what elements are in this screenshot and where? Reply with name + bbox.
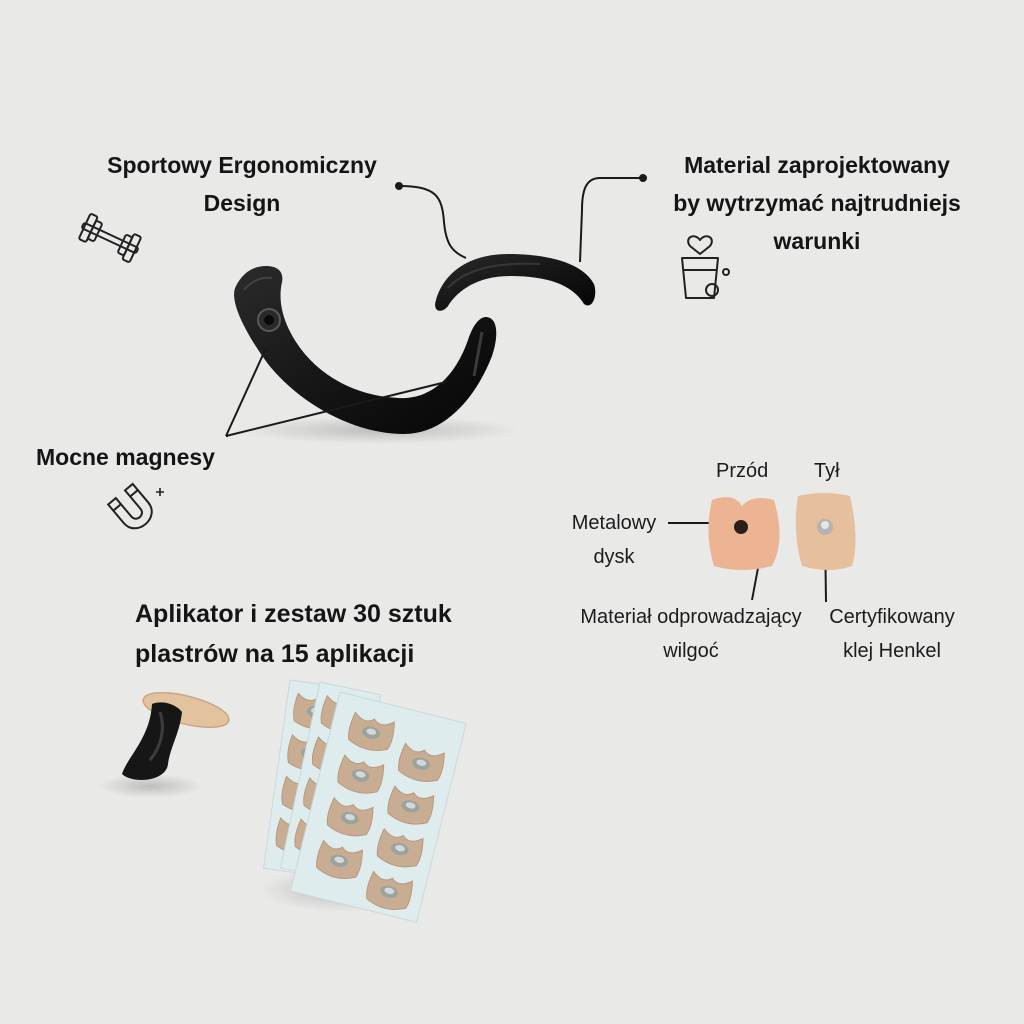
metal-line-2: dysk bbox=[593, 546, 635, 568]
tape-strips bbox=[260, 679, 467, 923]
kit-line-2: plastrów na 15 aplikacji bbox=[135, 640, 415, 668]
adhesive-label: Certyfikowany klej Henkel bbox=[814, 600, 970, 668]
dumbbell-icon bbox=[78, 213, 142, 263]
design-line-2: Design bbox=[203, 190, 281, 216]
magnet-icon bbox=[106, 482, 164, 530]
patch-front-label: Przód bbox=[716, 460, 769, 482]
wicking-material-label: Materiał odprowadzający wilgoć bbox=[560, 600, 822, 668]
metal-disc-label: Metalowy dysk bbox=[556, 506, 672, 574]
feature-kit-label: Aplikator i zestaw 30 sztuk plastrów na … bbox=[135, 594, 535, 674]
kit-line-1: Aplikator i zestaw 30 sztuk bbox=[135, 600, 452, 628]
flex-piece bbox=[435, 254, 596, 311]
material-line-2: by wytrzymać najtrudniejs bbox=[673, 190, 961, 216]
patch-front bbox=[708, 497, 780, 570]
metal-line-1: Metalowy bbox=[571, 512, 657, 534]
material-line-1: Material zaprojektowany bbox=[684, 152, 950, 178]
adhesive-line-2: klej Henkel bbox=[843, 640, 941, 662]
feature-magnets-label: Mocne magnesy bbox=[36, 444, 215, 470]
patch-back bbox=[795, 493, 856, 570]
leader-lines bbox=[225, 174, 827, 603]
feature-design-label: Sportowy Ergonomiczny Design bbox=[86, 146, 398, 222]
feature-material-label: Material zaprojektowany by wytrzymać naj… bbox=[652, 146, 982, 260]
heart-cup-icon bbox=[681, 235, 730, 299]
patch-back-label: Tył bbox=[814, 460, 840, 482]
applicator bbox=[98, 691, 230, 798]
ergonomic-band bbox=[234, 266, 520, 444]
wicking-line-1: Materiał odprowadzający bbox=[580, 606, 802, 628]
adhesive-line-1: Certyfikowany bbox=[829, 606, 955, 628]
design-line-1: Sportowy Ergonomiczny bbox=[107, 152, 377, 178]
wicking-line-2: wilgoć bbox=[663, 640, 719, 662]
material-line-3: warunki bbox=[773, 228, 861, 254]
